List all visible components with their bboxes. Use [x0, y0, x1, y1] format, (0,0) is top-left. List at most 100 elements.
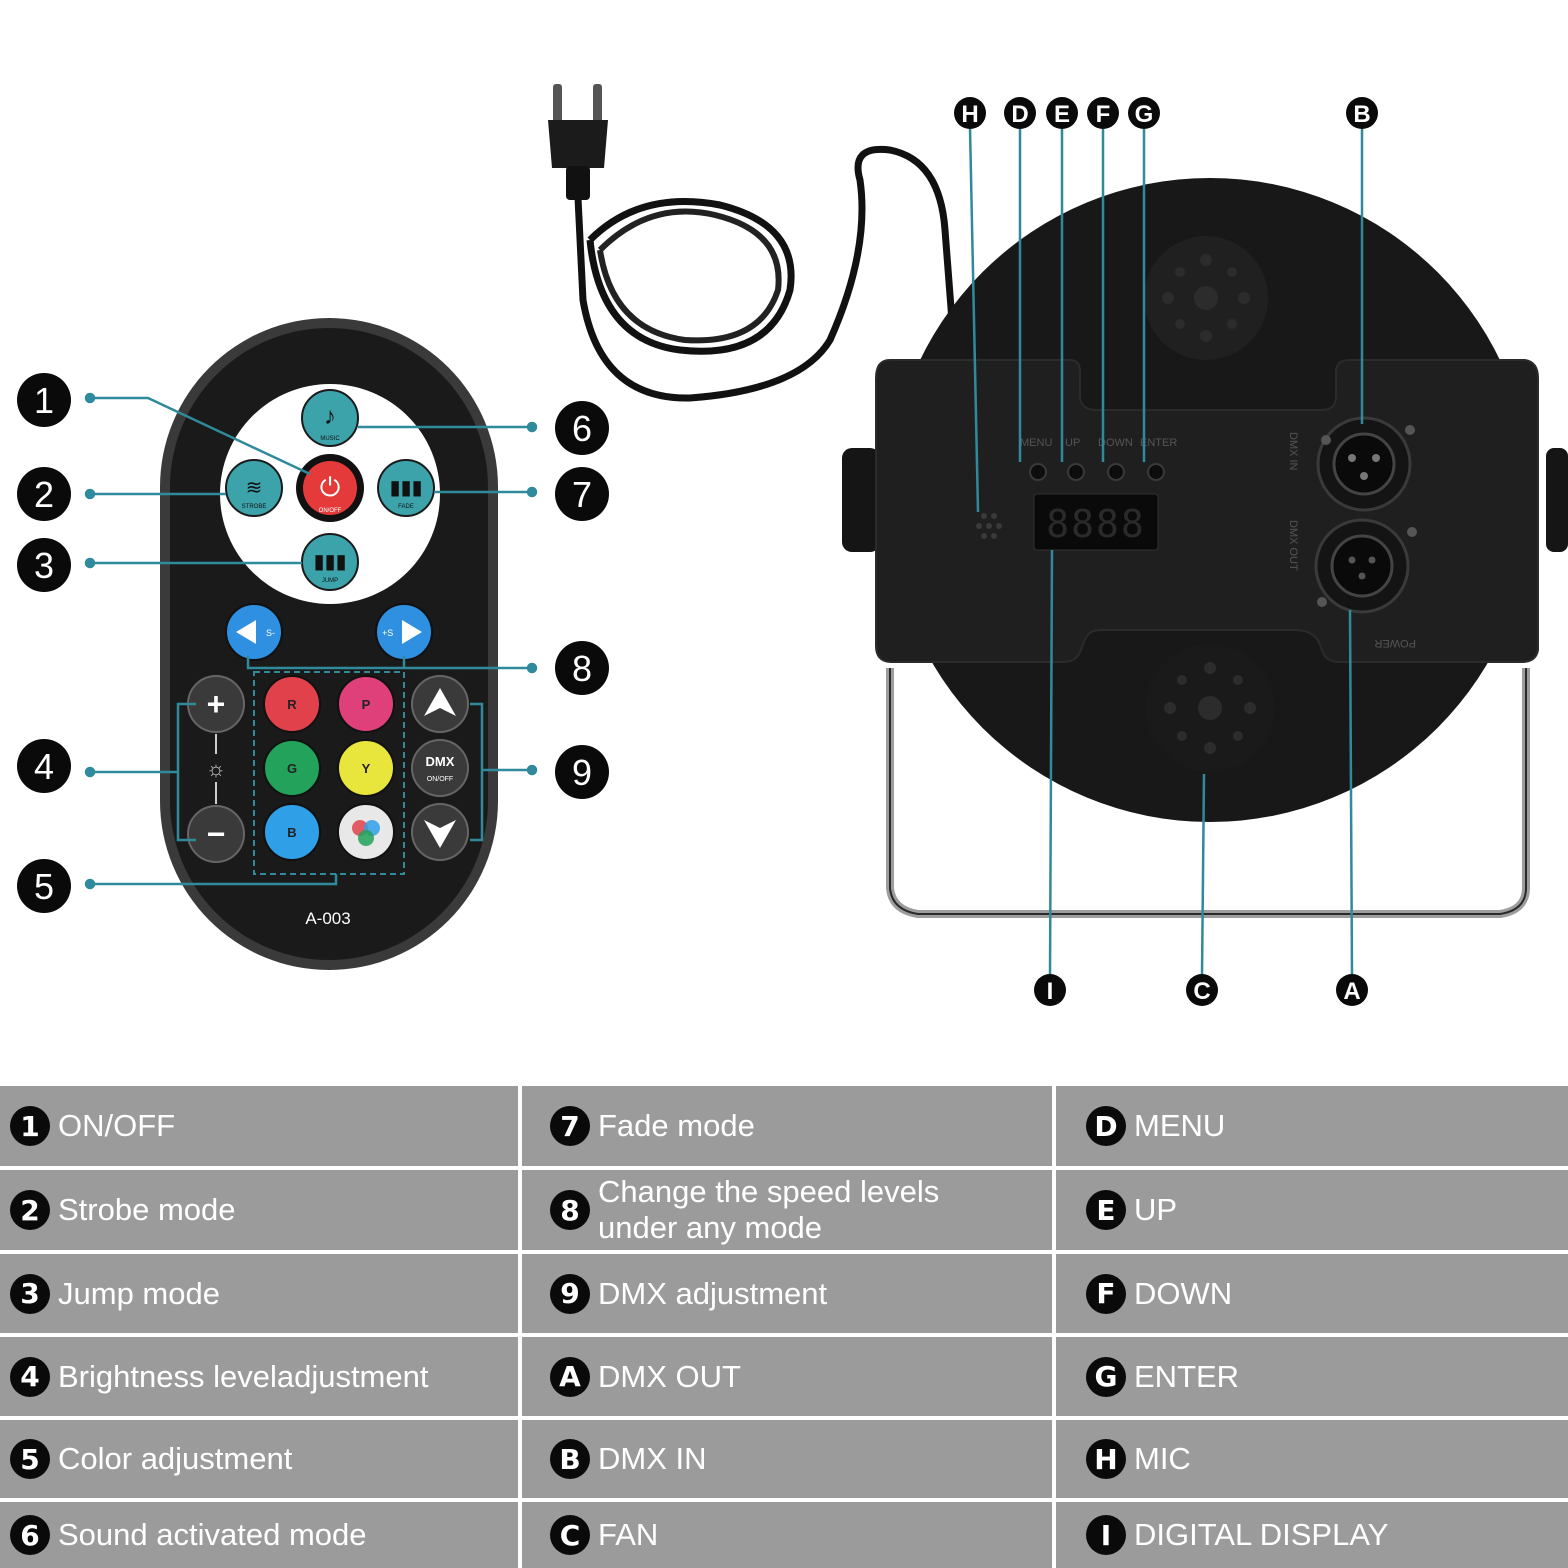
- svg-text:+S: +S: [382, 628, 393, 638]
- callout-c: C: [1186, 974, 1218, 1006]
- brightness-icon: ☼: [206, 756, 226, 781]
- display-digits: 8888: [1046, 502, 1146, 546]
- legend-cell: 3 Jump mode: [0, 1254, 518, 1333]
- fade-key: ▮▮▮ FADE: [377, 459, 435, 517]
- legend-label: Jump mode: [58, 1275, 220, 1311]
- legend-label: Fade mode: [598, 1108, 755, 1143]
- callout-a: A: [1336, 974, 1368, 1006]
- legend-label: Strobe mode: [58, 1192, 236, 1227]
- svg-text:⏻: ⏻: [320, 472, 341, 502]
- legend-label: DMX adjustment: [598, 1275, 828, 1311]
- legend-badge: A: [550, 1356, 590, 1397]
- panel-label-power: POWER: [1374, 637, 1416, 649]
- legend-badge: G: [1086, 1356, 1126, 1397]
- svg-text:▮▮▮: ▮▮▮: [389, 477, 422, 499]
- legend-badge: 5: [10, 1439, 50, 1479]
- legend-label: Brightness leveladjustment: [58, 1358, 429, 1394]
- legend-cell: B DMX IN: [522, 1420, 1052, 1498]
- legend-badge: 4: [10, 1356, 50, 1397]
- svg-text:8: 8: [572, 648, 592, 689]
- fixture-leader-lines: [968, 127, 1364, 977]
- panel-label-down: DOWN: [1098, 437, 1133, 449]
- svg-text:G: G: [287, 761, 297, 776]
- fan-grille-top: [1144, 236, 1268, 360]
- legend-cell: D MENU: [1056, 1086, 1568, 1166]
- svg-text:S-: S-: [266, 628, 275, 638]
- legend-cell: 4 Brightness leveladjustment: [0, 1337, 518, 1416]
- color-keys: R P G Y B: [263, 675, 395, 861]
- svg-text:I: I: [1047, 978, 1054, 1005]
- callout-h: H: [954, 97, 986, 129]
- svg-text:4: 4: [34, 746, 54, 787]
- svg-text:P: P: [362, 697, 371, 712]
- remote-leader-lines: [84, 392, 538, 890]
- svg-text:ON/OFF: ON/OFF: [427, 776, 453, 783]
- legend-label: DIGITAL DISPLAY: [1134, 1517, 1389, 1552]
- brightness-minus-key: −: [187, 805, 245, 863]
- legend-cell: 9 DMX adjustment: [522, 1254, 1052, 1333]
- svg-text:9: 9: [572, 752, 592, 793]
- fan-grille-bottom: [1146, 644, 1274, 772]
- legend-label: Sound activated mode: [58, 1517, 367, 1552]
- panel-label-dmx-out: DMX OUT: [1287, 520, 1299, 571]
- onoff-key: ⏻ ON/OFF: [296, 454, 364, 522]
- callout-e: E: [1046, 97, 1078, 129]
- svg-text:D: D: [1011, 101, 1028, 128]
- svg-text:STROBE: STROBE: [242, 504, 267, 510]
- callout-b: B: [1346, 97, 1378, 129]
- legend-badge: 8: [550, 1190, 590, 1230]
- dmx-onoff-key: DMX ON/OFF: [411, 739, 469, 797]
- svg-text:7: 7: [572, 474, 592, 515]
- color-keys-frame: [253, 671, 405, 875]
- svg-text:C: C: [1193, 978, 1210, 1005]
- callout-5: 5: [17, 859, 71, 913]
- callout-g: G: [1128, 97, 1160, 129]
- legend-cell: G ENTER: [1056, 1337, 1568, 1416]
- legend-label: MENU: [1134, 1108, 1226, 1143]
- legend-label: ON/OFF: [58, 1108, 176, 1143]
- svg-text:B: B: [287, 825, 296, 840]
- legend-label: MIC: [1134, 1441, 1191, 1476]
- callout-2: 2: [17, 467, 71, 521]
- callout-i: I: [1034, 974, 1066, 1006]
- legend-cell: E UP: [1056, 1170, 1568, 1250]
- svg-text:5: 5: [34, 866, 54, 907]
- power-cable: [574, 145, 959, 402]
- legend-badge: 6: [10, 1515, 50, 1555]
- svg-text:▮▮▮: ▮▮▮: [313, 551, 346, 573]
- callout-f: F: [1087, 97, 1119, 129]
- svg-text:6: 6: [572, 408, 592, 449]
- legend-cell: 1 ON/OFF: [0, 1086, 518, 1166]
- callout-7: 7: [555, 467, 609, 521]
- svg-text:2: 2: [34, 474, 54, 515]
- svg-text:R: R: [287, 697, 297, 712]
- legend-label: DMX IN: [598, 1441, 707, 1476]
- callout-1: 1: [17, 373, 71, 427]
- legend-cell: 5 Color adjustment: [0, 1420, 518, 1498]
- svg-text:+: +: [207, 686, 226, 722]
- svg-text:DMX: DMX: [426, 754, 455, 769]
- panel-label-dmx-in: DMX IN: [1287, 432, 1299, 471]
- legend-label: UP: [1134, 1192, 1178, 1227]
- dmx-in-connector: [1316, 416, 1415, 512]
- remote-callouts: 1 2 3 4 5 6 7 8 9: [17, 373, 609, 913]
- callout-6: 6: [555, 401, 609, 455]
- legend-label: Change the speed levels under any mode: [598, 1174, 940, 1245]
- svg-text:≋: ≋: [246, 477, 263, 499]
- brightness-plus-key: +: [187, 675, 245, 733]
- svg-text:G: G: [1135, 101, 1154, 128]
- mic-holes: [976, 513, 1002, 539]
- fixture-callouts: H D E F G B I C A: [954, 97, 1378, 1006]
- svg-text:FADE: FADE: [398, 504, 414, 510]
- legend-badge: H: [1086, 1439, 1126, 1479]
- svg-text:♪: ♪: [324, 403, 336, 430]
- music-key: ♪ MUSIC: [301, 389, 359, 447]
- legend-cell: C FAN: [522, 1502, 1052, 1568]
- panel-label-menu: MENU: [1020, 437, 1052, 449]
- dmx-up-key: [411, 675, 469, 733]
- power-plug: [548, 84, 608, 200]
- svg-text:JUMP: JUMP: [322, 578, 338, 584]
- svg-text:1: 1: [34, 380, 54, 421]
- legend-badge: B: [550, 1439, 590, 1479]
- legend-badge: I: [1086, 1515, 1126, 1555]
